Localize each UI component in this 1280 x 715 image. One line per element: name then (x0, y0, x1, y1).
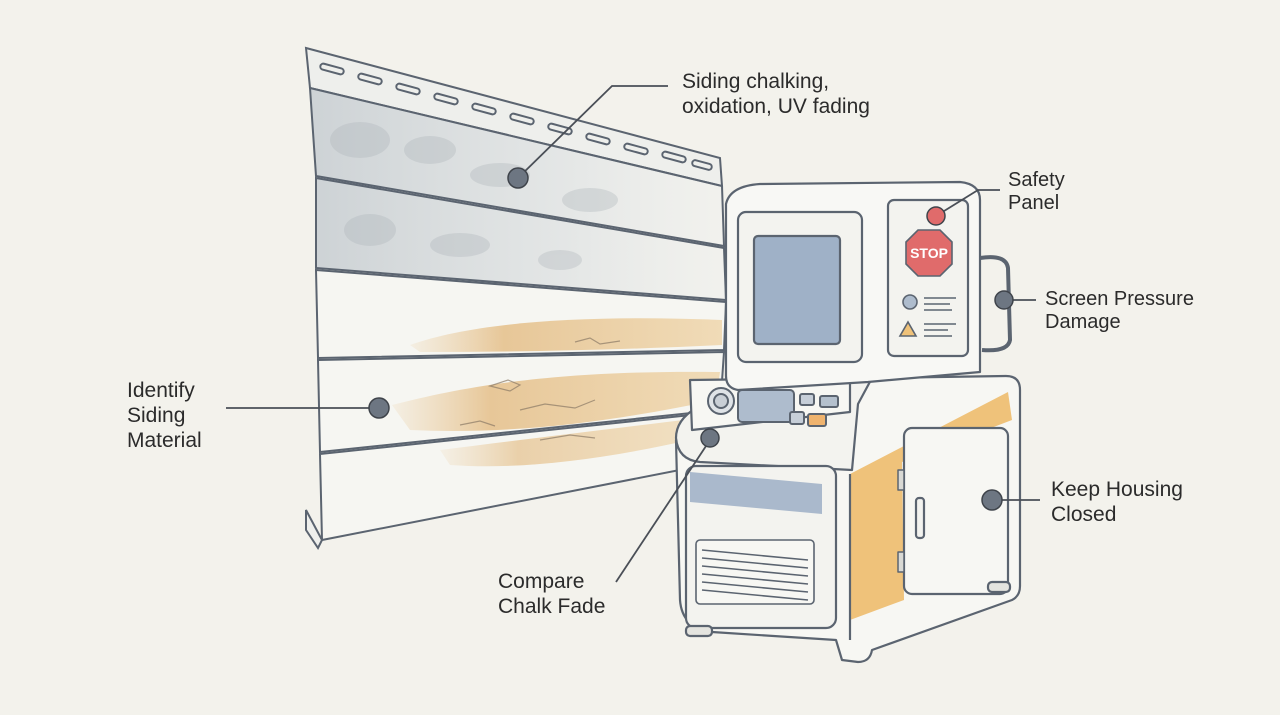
siding-bottom-lip (305, 509, 324, 550)
safety-panel (886, 198, 970, 358)
stop-sign (905, 229, 953, 277)
nail-slots (319, 62, 713, 171)
marker-screen (994, 290, 1014, 310)
label-safety: Safety Panel (1008, 169, 1065, 215)
machine-side-accent (850, 392, 1012, 620)
label-identify-line1: Identify (127, 379, 195, 402)
label-identify: Identify Siding Material (127, 378, 202, 453)
machine (674, 180, 1022, 664)
marker-housing (981, 489, 1003, 511)
label-compare-line1: Compare (498, 570, 585, 593)
label-housing: Keep Housing Closed (1051, 477, 1183, 527)
label-screen: Screen Pressure Damage (1045, 288, 1194, 334)
screen (752, 234, 842, 346)
marker-identify (368, 397, 390, 419)
label-chalking: Siding chalking, oxidation, UV fading (682, 69, 870, 119)
markers (368, 167, 1014, 511)
marker-chalking (507, 167, 529, 189)
leader-safety (935, 189, 1000, 217)
weather-stains (392, 318, 722, 467)
label-housing-line2: Closed (1051, 503, 1117, 526)
chalk-mottling (330, 122, 618, 270)
control-panel (707, 387, 839, 427)
label-chalking-line2: oxidation, UV fading (682, 95, 870, 118)
cabinet-door (902, 426, 1010, 596)
label-screen-line2: Damage (1045, 311, 1121, 333)
siding-board-1 (308, 86, 726, 248)
vent-grille (695, 539, 815, 605)
label-identify-line2: Siding (127, 404, 186, 427)
stop-sign-text: STOP (910, 245, 948, 261)
label-compare-line2: Chalk Fade (498, 595, 606, 618)
label-compare: Compare Chalk Fade (498, 569, 605, 619)
marker-safety (926, 206, 946, 226)
stain-cracks (459, 337, 621, 441)
leader-compare (615, 439, 711, 583)
control-display (737, 389, 795, 423)
safety-panel-contents (898, 229, 956, 337)
marker-compare (700, 428, 720, 448)
label-identify-line3: Material (127, 429, 202, 452)
warning-icon (898, 320, 918, 337)
label-chalking-line1: Siding chalking, (682, 70, 830, 93)
label-safety-line2: Panel (1008, 192, 1060, 214)
leader-chalking (517, 85, 668, 179)
label-screen-line1: Screen Pressure (1045, 288, 1194, 310)
label-housing-line1: Keep Housing (1051, 478, 1183, 501)
label-safety-line1: Safety (1008, 169, 1065, 191)
